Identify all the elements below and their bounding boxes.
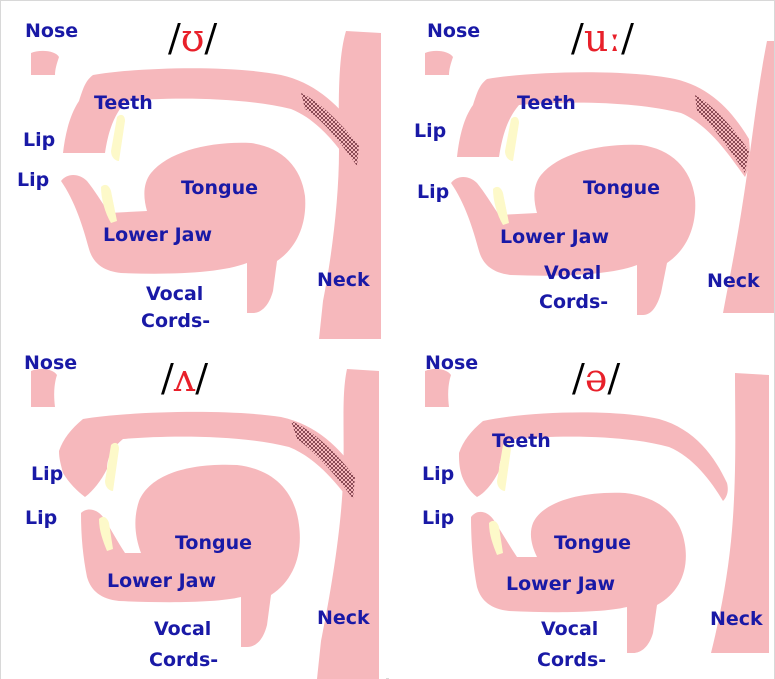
label-nose: Nose xyxy=(425,354,478,373)
label-neck: Neck xyxy=(710,610,763,629)
nose-shape xyxy=(425,369,451,407)
diagram-panel-u-short: Nose /ʊ/ Teeth Lip Lip Tongue Lower Jaw … xyxy=(1,1,386,339)
label-lower-jaw: Lower Jaw xyxy=(500,228,609,247)
label-teeth: Teeth xyxy=(517,94,576,113)
label-lower-jaw: Lower Jaw xyxy=(103,226,212,245)
label-cords: Cords- xyxy=(141,312,210,331)
label-cords: Cords- xyxy=(149,651,218,670)
label-upper-lip: Lip xyxy=(31,465,63,484)
label-tongue: Tongue xyxy=(181,179,258,198)
label-nose: Nose xyxy=(427,22,480,41)
diagram-panel-u-long: Nose /uː/ Teeth Lip Lip Tongue Lower Jaw… xyxy=(389,1,774,339)
label-vocal: Vocal xyxy=(541,620,598,639)
label-lower-jaw: Lower Jaw xyxy=(107,572,216,591)
label-neck: Neck xyxy=(707,272,760,291)
neck-shape xyxy=(317,369,379,679)
label-cords: Cords- xyxy=(537,651,606,670)
phoneme-symbol: /ə/ xyxy=(572,359,620,397)
diagram-panel-wedge: Nose /ʌ/ Lip Lip Tongue Lower Jaw Vocal … xyxy=(1,341,386,679)
neck-shape xyxy=(319,31,381,339)
label-lower-lip: Lip xyxy=(422,509,454,528)
label-neck: Neck xyxy=(317,271,370,290)
label-vocal: Vocal xyxy=(146,285,203,304)
label-vocal: Vocal xyxy=(544,264,601,283)
label-upper-lip: Lip xyxy=(422,465,454,484)
diagram-panel-schwa: Nose /ə/ Teeth Lip Lip Tongue Lower Jaw … xyxy=(389,341,774,679)
label-lower-lip: Lip xyxy=(17,171,49,190)
phoneme-symbol: /ʌ/ xyxy=(161,359,208,397)
label-tongue: Tongue xyxy=(175,534,252,553)
label-lower-lip: Lip xyxy=(25,509,57,528)
label-tongue: Tongue xyxy=(583,179,660,198)
upper-teeth xyxy=(111,115,125,161)
label-tongue: Tongue xyxy=(554,534,631,553)
phoneme-symbol: /ʊ/ xyxy=(168,19,217,57)
label-cords: Cords- xyxy=(539,293,608,312)
label-lower-jaw: Lower Jaw xyxy=(506,575,615,594)
label-upper-lip: Lip xyxy=(414,122,446,141)
label-nose: Nose xyxy=(24,354,77,373)
nose-shape xyxy=(425,51,453,75)
label-vocal: Vocal xyxy=(154,620,211,639)
nose-shape xyxy=(31,369,57,407)
label-nose: Nose xyxy=(25,22,78,41)
phoneme-symbol: /uː/ xyxy=(571,19,634,57)
nose-shape xyxy=(31,51,59,75)
label-teeth: Teeth xyxy=(492,432,551,451)
label-upper-lip: Lip xyxy=(23,131,55,150)
label-neck: Neck xyxy=(317,609,370,628)
label-lower-lip: Lip xyxy=(417,183,449,202)
label-teeth: Teeth xyxy=(94,94,153,113)
